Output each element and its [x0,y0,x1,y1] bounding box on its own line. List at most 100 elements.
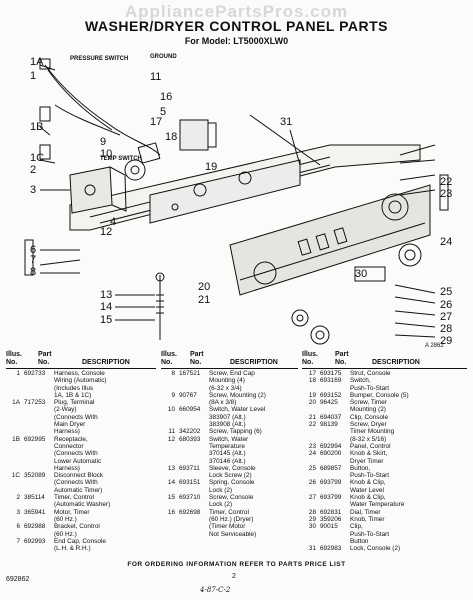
exploded-parts-diagram: PRESSURE SWITCH GROUND TEMP SWITCH 1A 1 … [24,54,452,345]
description-line: (8A x 3/8) [209,399,237,407]
description-line: Bracket, Control [54,523,100,531]
illus-no: 30 [308,523,316,531]
part-description: Dial, Timer [350,509,467,516]
description-line: Main Dryer [54,421,86,429]
description-line: Knob, Timer [350,515,385,523]
description-line: Receptacle, [54,435,88,443]
knob-timer [310,325,330,345]
part-description: Panel, Control [350,443,467,450]
description-line: 383908 (Alt.) [209,421,246,429]
callout-1c: 1C [30,152,44,164]
description-line: Lock Screw (2) [209,472,252,480]
header-rule-3 [302,368,467,369]
water-level-switch [124,159,146,181]
callout-23: 23 [440,188,452,200]
part-description: Timer, Control(Automatic Washer) [54,494,156,509]
callout-11: 11 [150,71,161,83]
callout-20: 20 [198,281,210,293]
col1-header-desc: DESCRIPTION [82,359,130,366]
illus-no: 17 [308,370,316,377]
part-no: 365941 [24,508,46,516]
part-description: Clip, Console [350,414,467,421]
dryer-timer [179,119,217,151]
part-no: 692698 [179,508,201,516]
description-line: (Automatic Washer) [54,501,111,509]
illus-no: 3 [16,508,20,516]
illus-no: 6 [16,523,20,531]
callout-1: 1 [30,70,36,82]
description-line: Push-To-Start [350,384,390,392]
callout-7: 7 [30,254,36,266]
callout-6: 6 [30,244,36,256]
callout-3: 3 [30,184,36,196]
part-no: 98139 [320,421,338,429]
description-line: Water Level [350,486,384,494]
part-no: 359206 [320,515,342,523]
callout-28: 28 [440,323,452,335]
description-line: Panel, Control [350,442,391,450]
illus-no: 20 [308,399,316,407]
description-line: 370146 (Alt.) [209,457,246,465]
description-line: Water Temperature [350,501,405,509]
description-line: Screw, Timer [350,399,387,407]
part-no: 693151 [179,479,201,487]
description-line: Mounting (2) [350,406,386,414]
description-line: 1A, 1B & 1C) [54,391,92,399]
console-strut [249,114,321,166]
illus-no: 25 [308,464,316,472]
illus-no: 26 [308,479,316,487]
description-line: Disconnect Block [54,472,104,480]
part-description: Knob & Clip,Water Level [350,479,467,494]
description-line: Harness) [54,464,80,472]
part-no: 717253 [24,399,46,407]
model-subtitle: For Model: LT5000XLW0 [184,36,289,46]
description-line: Screw, End Cap [209,370,255,377]
callout-16: 16 [160,91,172,103]
description-line: Strut, Console [350,370,391,377]
part-no: 90015 [320,523,338,531]
description-line: Timer Mounting [350,428,395,436]
callout-24: 24 [440,236,452,248]
callout-22: 22 [440,176,452,188]
illus-no: 19 [308,391,316,399]
description-line: Timer, Control [209,508,249,516]
illus-no: 13 [167,464,175,472]
callout-15: 15 [100,314,112,326]
description-line: (Timer Motor [209,523,246,531]
description-line: (Connects With [54,413,98,421]
part-no: 692983 [320,545,342,553]
callout-25: 25 [440,286,452,298]
part-no: 692988 [24,523,46,531]
description-line: Harness) [54,428,80,436]
part-no: 692995 [24,435,46,443]
part-description: Bumper, Console (5) [350,392,467,399]
part-description: Lock, Console (2) [350,545,467,552]
description-line: Screw, Tapping (6) [209,428,262,436]
part-no: 692993 [24,537,46,545]
description-line: Knob & Skirt, [350,450,388,458]
part-description: Knob & Skirt,Dryer Timer [350,450,467,465]
description-line: (2-Way) [54,406,77,414]
part-description: Screw, Tapping (6) [209,428,298,435]
callout-2: 2 [30,164,36,176]
part-no: 694037 [320,413,342,421]
part-description: End Cap, Console(L.H. & R.H.) [54,538,156,553]
